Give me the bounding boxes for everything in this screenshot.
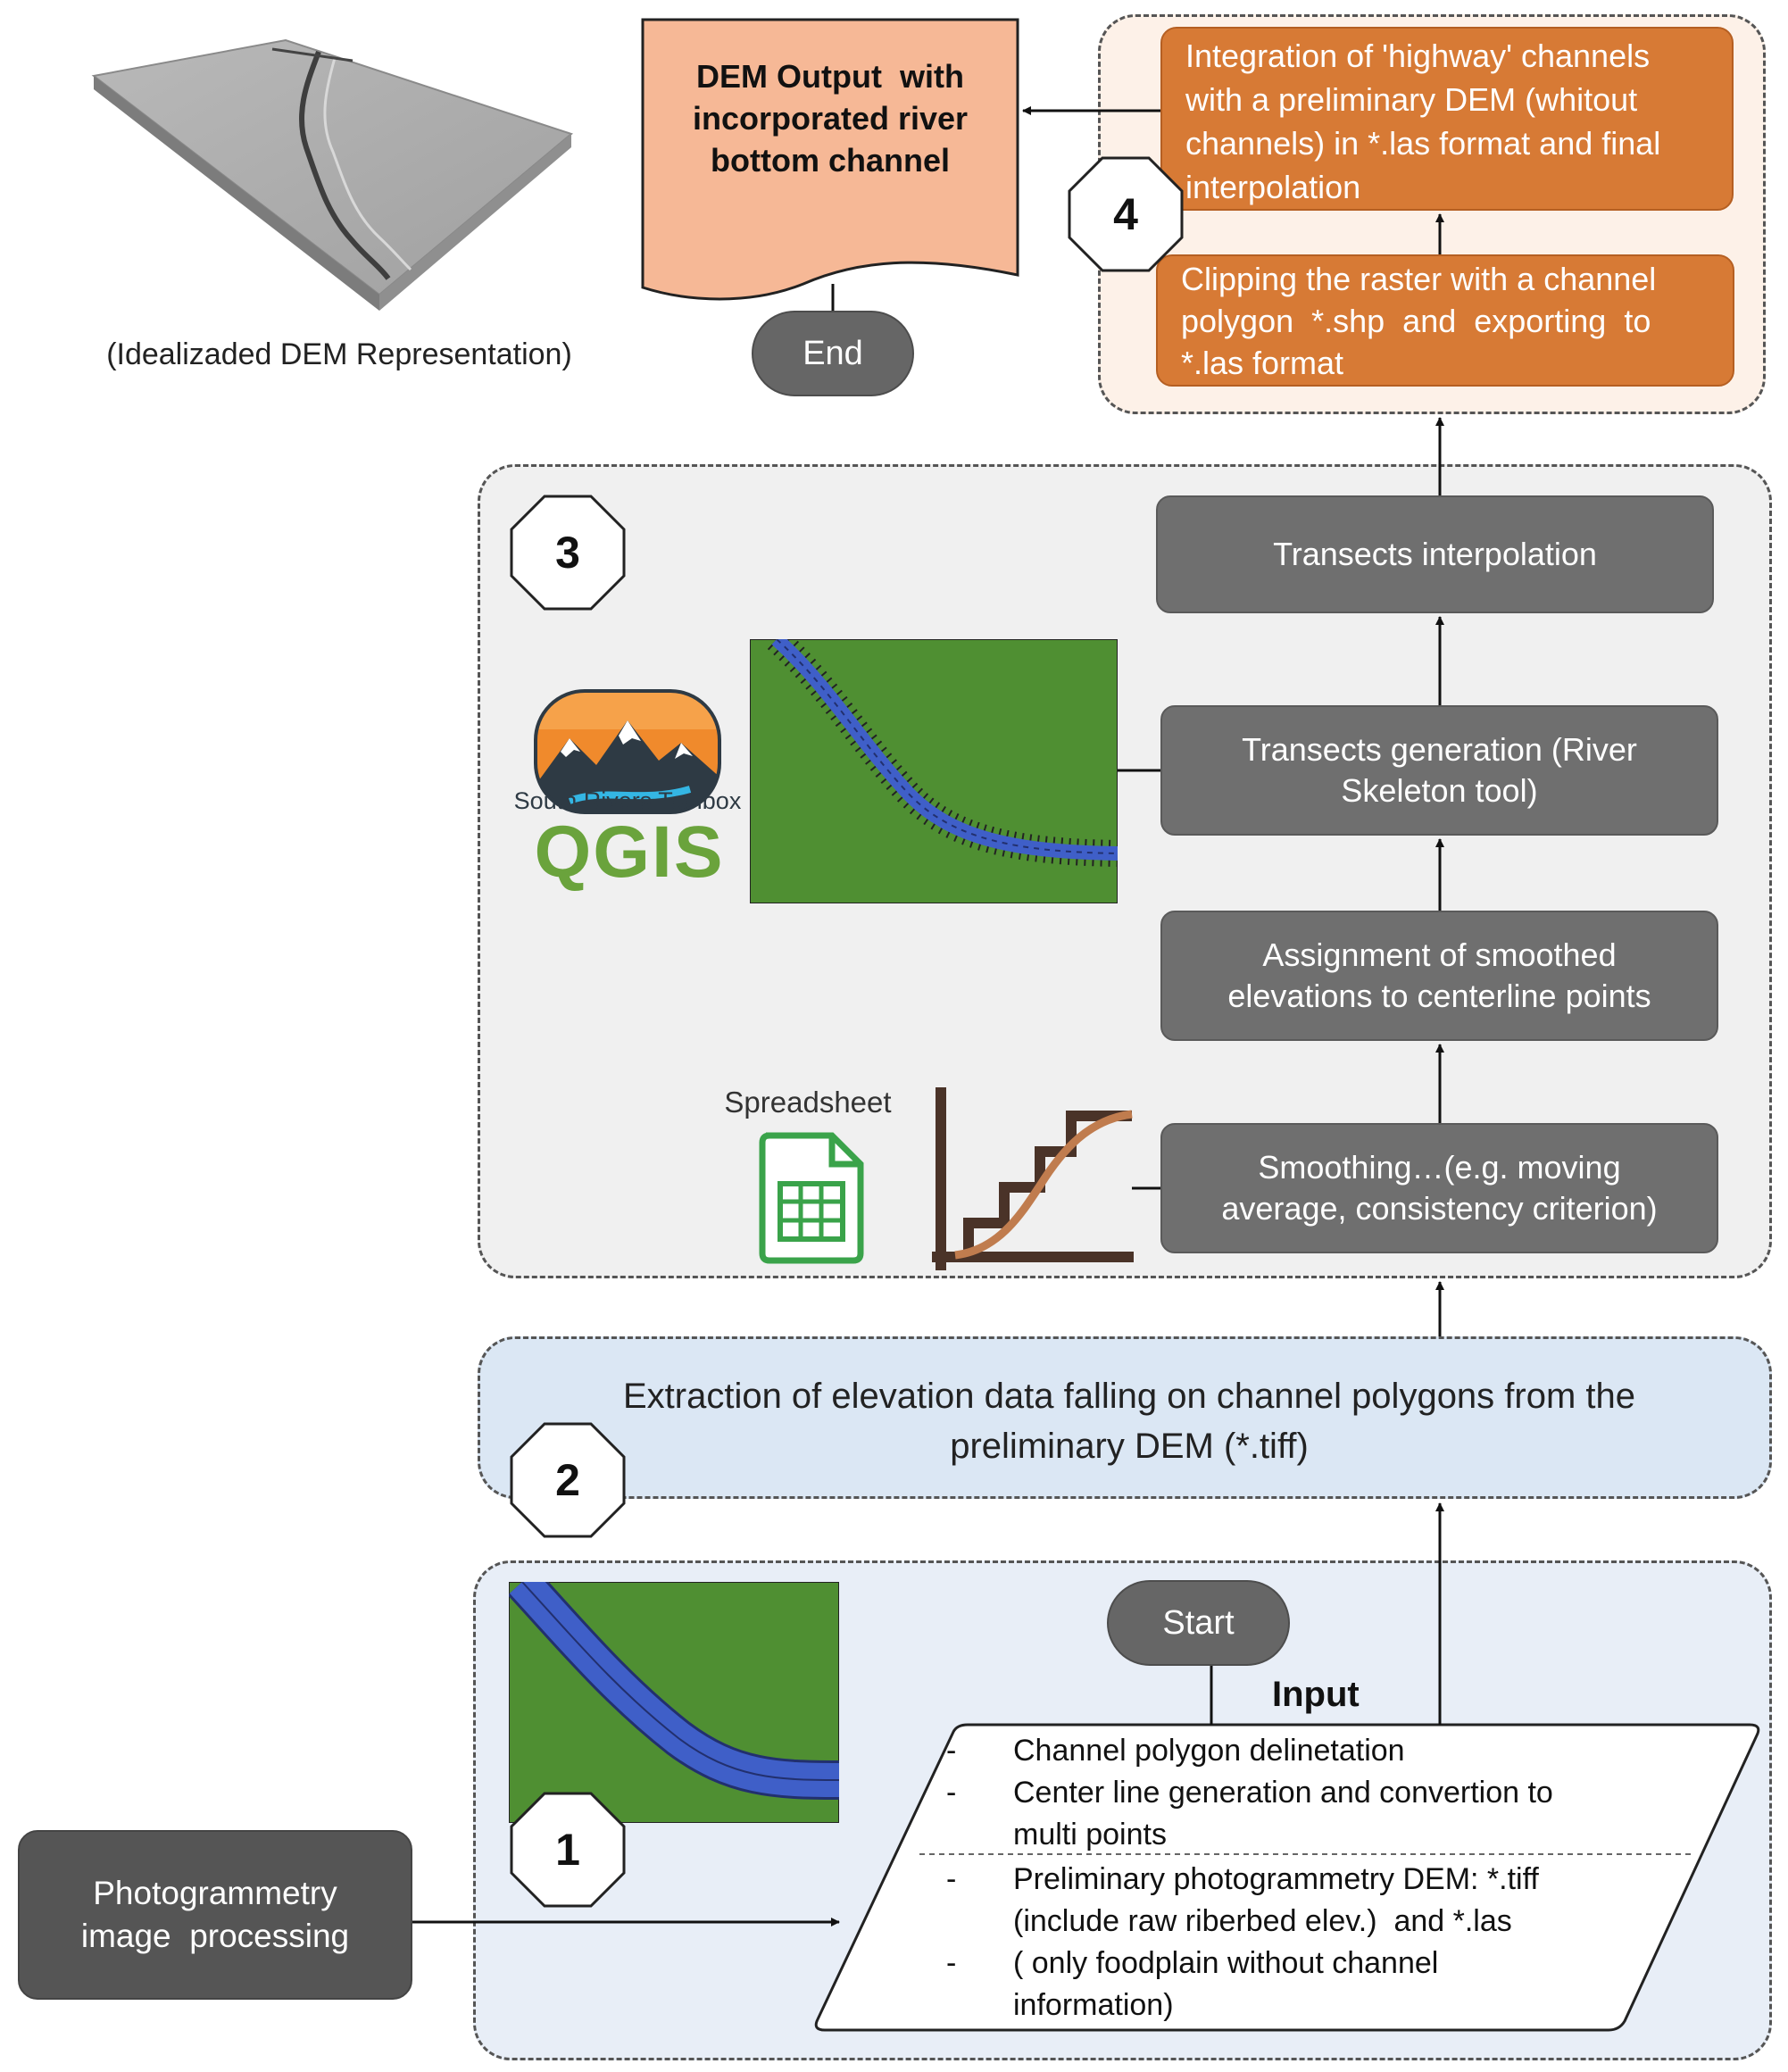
output-line: bottom channel xyxy=(711,142,950,179)
assignment-box[interactable]: Assignment of smoothed elevations to cen… xyxy=(1160,911,1718,1041)
input-bullet: - xyxy=(946,1734,957,1768)
input-item: - Channel polygon delinetation xyxy=(946,1730,1696,1772)
integration-line: interpolation xyxy=(1185,169,1361,205)
step-badge-number: 1 xyxy=(555,1825,580,1875)
integration-line: with a preliminary DEM (whitout xyxy=(1185,81,1638,118)
smoothing-box[interactable]: Smoothing…(e.g. moving average, consiste… xyxy=(1160,1123,1718,1253)
step-badge-number: 2 xyxy=(555,1455,580,1505)
photogrammetry-line: image processing xyxy=(80,1918,350,1954)
step-badge-3: 3 xyxy=(510,495,626,611)
input-bullet: - xyxy=(946,1776,957,1810)
output-line: incorporated river xyxy=(692,100,969,137)
channel-polygon-map xyxy=(509,1582,839,1823)
input-item: - ( only foodplain without channel infor… xyxy=(946,1943,1696,2026)
output-document: DEM Output with incorporated river botto… xyxy=(643,55,1018,181)
transects-interpolation-box[interactable]: Transects interpolation xyxy=(1156,495,1714,613)
input-item-lines: Center line generation and convertion to… xyxy=(1013,1772,1553,1856)
input-item: - Center line generation and convertion … xyxy=(946,1772,1696,1856)
start-terminator[interactable]: Start xyxy=(1107,1580,1290,1666)
dem-3d-image xyxy=(91,38,574,311)
qgis-logo-text: QGIS xyxy=(534,811,725,893)
mountain-logo-icon xyxy=(534,689,721,814)
input-item-lines: Preliminary photogrammetry DEM: *.tiff (… xyxy=(1013,1859,1539,1943)
clipping-box[interactable]: Clipping the raster with a channel polyg… xyxy=(1156,254,1734,387)
input-list-top: - Channel polygon delinetation - Center … xyxy=(946,1730,1696,1856)
toolbox-logo-text: South Rivers Toolbox xyxy=(513,787,742,814)
smoothing-line: average, consistency criterion) xyxy=(1221,1190,1658,1227)
input-bullet: - xyxy=(946,1946,957,1980)
assignment-line: Assignment of smoothed xyxy=(1262,936,1617,973)
clipping-line: polygon *.shp and exporting to xyxy=(1181,303,1651,339)
step-badge-1: 1 xyxy=(510,1792,626,1908)
end-terminator[interactable]: End xyxy=(752,311,914,396)
step-badge-2: 2 xyxy=(510,1422,626,1538)
smoothing-line: Smoothing…(e.g. moving xyxy=(1258,1149,1621,1186)
extraction-text[interactable]: Extraction of elevation data falling on … xyxy=(500,1371,1759,1471)
photogrammetry-line: Photogrammetry xyxy=(93,1875,337,1911)
assignment-line: elevations to centerline points xyxy=(1227,978,1651,1014)
input-parallelogram xyxy=(814,1723,1760,2032)
clipping-line: *.las format xyxy=(1181,345,1344,381)
input-item: - Preliminary photogrammetry DEM: *.tiff… xyxy=(946,1859,1696,1943)
input-item-text: information) xyxy=(1013,1988,1174,2022)
extraction-line: Extraction of elevation data falling on … xyxy=(622,1377,1636,1416)
transects-generation-line: Skeleton tool) xyxy=(1341,772,1538,809)
input-title: Input xyxy=(1272,1675,1360,1714)
input-item-text: Preliminary photogrammetry DEM: *.tiff xyxy=(1013,1862,1539,1896)
extraction-line: preliminary DEM (*.tiff) xyxy=(950,1427,1309,1466)
step-badge-number: 4 xyxy=(1113,189,1138,239)
clipping-line: Clipping the raster with a channel xyxy=(1181,261,1657,297)
integration-box[interactable]: Integration of 'highway' channels with a… xyxy=(1160,27,1734,211)
river-skeleton-map xyxy=(750,639,1118,903)
output-line: DEM Output with xyxy=(696,58,964,95)
step-badge-4: 4 xyxy=(1068,156,1184,272)
integration-line: Integration of 'highway' channels xyxy=(1185,37,1651,74)
spreadsheet-label: Spreadsheet xyxy=(724,1086,892,1119)
dem-caption: (Idealizaded DEM Representation) xyxy=(106,337,572,371)
smoothing-plot-icon xyxy=(932,1087,1134,1270)
input-list-bottom: - Preliminary photogrammetry DEM: *.tiff… xyxy=(946,1859,1696,2026)
input-item-lines: ( only foodplain without channel informa… xyxy=(1013,1943,1438,2026)
stage2-panel xyxy=(478,1336,1772,1499)
input-item-text: Channel polygon delinetation xyxy=(1013,1734,1405,1768)
spreadsheet-icon xyxy=(759,1132,864,1264)
input-bullet: - xyxy=(946,1862,957,1896)
input-item-text: ( only foodplain without channel xyxy=(1013,1946,1439,1980)
step-badge-number: 3 xyxy=(555,528,580,578)
input-item-text: (include raw riberbed elev.) and *.las xyxy=(1013,1904,1512,1938)
input-item-text: multi points xyxy=(1013,1818,1167,1851)
transects-generation-line: Transects generation (River xyxy=(1242,731,1637,768)
integration-line: channels) in *.las format and final xyxy=(1185,125,1661,162)
transects-generation-box[interactable]: Transects generation (River Skeleton too… xyxy=(1160,705,1718,836)
input-item-text: Center line generation and convertion to xyxy=(1013,1776,1553,1810)
photogrammetry-box[interactable]: Photogrammetry image processing xyxy=(18,1830,412,2000)
